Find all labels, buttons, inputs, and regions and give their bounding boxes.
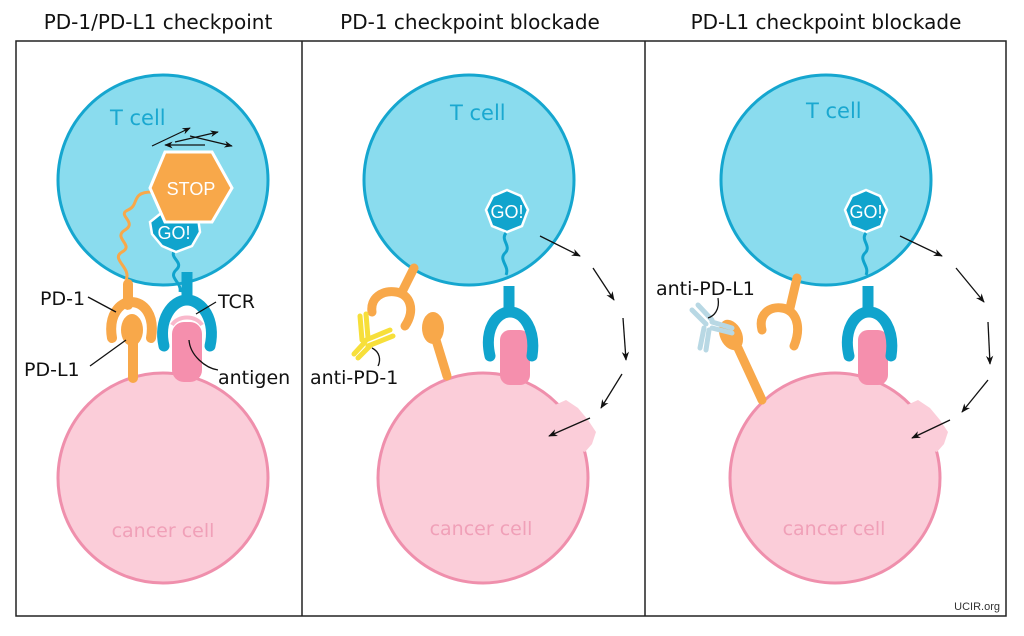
cancer-cell: [728, 371, 942, 585]
cell-damage: [555, 400, 596, 452]
t-cell: [362, 73, 576, 287]
cancer-cell-label: cancer cell: [783, 518, 886, 540]
pd1-stalk: [785, 273, 802, 313]
stop-sign: STOP: [148, 150, 234, 224]
panel-2-title: PD-1 checkpoint blockade: [340, 10, 600, 34]
pdl1-leader: [89, 339, 127, 367]
anti-pdl1-label: anti-PD-L1: [656, 278, 755, 300]
tcr-signal-tail: [501, 232, 509, 276]
antigen-leader: [188, 339, 219, 371]
anti-pdl1-leader: [707, 297, 720, 319]
pd1-signal-tail: [116, 190, 153, 281]
antigen: [858, 330, 888, 385]
panel-1: T cell GO! STOP: [24, 73, 290, 585]
svg-text:GO!: GO!: [490, 202, 523, 222]
antigen: [172, 322, 202, 382]
tcr-signal-tail: [861, 232, 869, 276]
tcr-cup: [483, 306, 539, 362]
anti-pd1-label: anti-PD-1: [310, 367, 398, 389]
pd1-cup: [367, 287, 416, 331]
pdl1-stalk: [733, 343, 767, 405]
pd1-cup: [756, 303, 802, 351]
signal-arrows: [151, 127, 233, 149]
tcr-cup: [157, 294, 217, 352]
antigen: [500, 330, 530, 385]
t-cell-label: T cell: [109, 106, 166, 130]
tcr-signal-tail: [171, 249, 182, 293]
pdl1-head: [422, 312, 444, 344]
go-sign: GO!: [843, 188, 889, 234]
svg-text:STOP: STOP: [167, 179, 216, 199]
panel-3: T cell GO! a: [656, 73, 1000, 613]
go-sign: GO!: [484, 188, 530, 234]
svg-text:GO!: GO!: [157, 223, 190, 243]
tcr-label: TCR: [217, 291, 255, 313]
cancer-cell-label: cancer cell: [430, 518, 533, 540]
tcr-cup: [842, 306, 898, 362]
tcr-leader: [195, 301, 217, 315]
pdl1-head: [121, 314, 143, 346]
t-cell-label: T cell: [805, 99, 862, 123]
svg-text:GO!: GO!: [849, 202, 882, 222]
cancer-cell-label: cancer cell: [112, 520, 215, 542]
panel-3-title: PD-L1 checkpoint blockade: [691, 10, 962, 34]
kill-arrows: [899, 235, 994, 439]
panel-2: T cell GO!: [310, 73, 630, 585]
panel-1-title: PD-1/PD-L1 checkpoint: [44, 10, 273, 34]
pd1-cup: [106, 296, 157, 343]
pd1-leader: [87, 296, 117, 313]
figure-frame: [15, 40, 1007, 617]
t-cell: [719, 73, 933, 287]
pdl1-label: PD-L1: [24, 359, 80, 381]
kill-arrows: [539, 235, 630, 437]
cancer-cell: [376, 371, 590, 585]
t-cell-label: T cell: [449, 101, 506, 125]
anti-pd1-leader: [371, 347, 381, 367]
cell-damage: [907, 400, 948, 452]
credit-text: UCIR.org: [954, 601, 1000, 613]
pdl1-stalk: [431, 335, 452, 381]
pd1-stalk: [397, 263, 419, 297]
pd1-label: PD-1: [40, 288, 85, 310]
antigen-label: antigen: [218, 367, 290, 389]
anti-pd1-antibody: [351, 311, 396, 361]
cancer-cell: [56, 371, 270, 585]
